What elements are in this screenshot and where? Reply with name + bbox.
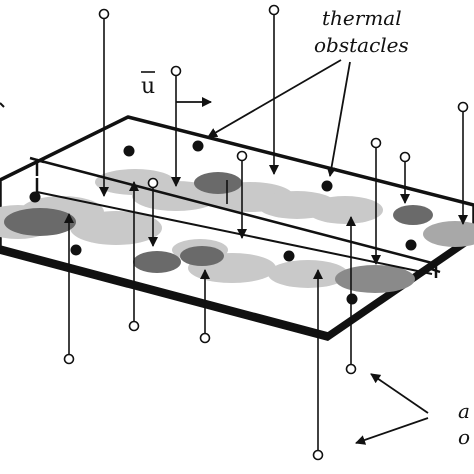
corner-label-a: a — [458, 399, 470, 423]
thermal-label: thermal — [322, 6, 402, 30]
thermal-obstacle-dots — [29, 140, 417, 305]
arrows-up — [64, 180, 356, 451]
obstacles-label: obstacles — [314, 33, 409, 57]
label-pointers — [176, 59, 429, 445]
dark-spots — [4, 172, 474, 293]
velocity-label: u — [141, 74, 155, 99]
corner-label-o: o — [458, 425, 470, 449]
left-edge-mark — [0, 102, 5, 108]
arrow-end-circles — [63, 4, 469, 461]
arrows-down — [99, 14, 468, 265]
